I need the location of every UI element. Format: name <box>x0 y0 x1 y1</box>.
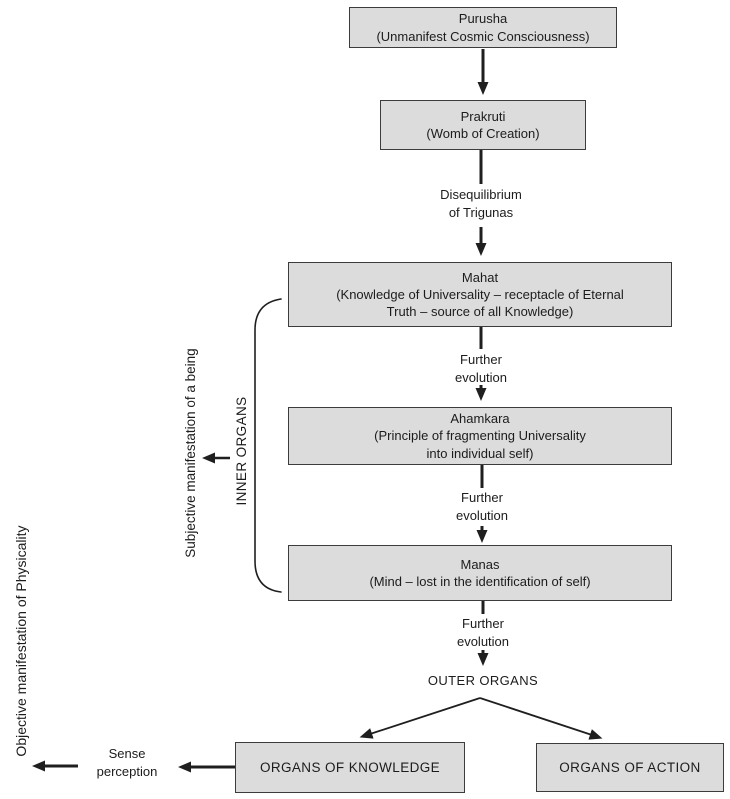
label-further-evolution-1: Further evolution <box>454 352 508 385</box>
node-ahamkara-title: Ahamkara <box>450 411 510 427</box>
node-mahat-subtitle: (Knowledge of Universality – receptacle … <box>336 286 624 320</box>
inner-organs-brace <box>254 298 282 593</box>
node-manas-title: Manas <box>460 556 500 572</box>
node-organs-of-knowledge-title: ORGANS OF KNOWLEDGE <box>259 759 441 775</box>
node-organs-of-action: ORGANS OF ACTION <box>536 743 724 792</box>
arrow-outer-to-knowledge <box>359 697 481 739</box>
label-outer-organs: OUTER ORGANS <box>427 673 539 688</box>
label-objective-manifestation: Objective manifestation of Physicality <box>13 525 29 757</box>
node-manas-subtitle: (Mind – lost in the identification of se… <box>369 574 591 589</box>
label-further-evolution-2: Further evolution <box>455 490 509 523</box>
node-prakruti-title: Prakruti <box>460 108 506 124</box>
arrow-outer-to-action <box>479 697 603 740</box>
node-mahat: Mahat (Knowledge of Universality – recep… <box>288 262 672 327</box>
node-purusha-subtitle: (Unmanifest Cosmic Consciousness) <box>376 28 590 44</box>
node-ahamkara: Ahamkara (Principle of fragmenting Unive… <box>288 407 672 465</box>
node-organs-of-knowledge: ORGANS OF KNOWLEDGE <box>235 742 465 793</box>
node-organs-of-action-title: ORGANS OF ACTION <box>559 759 701 775</box>
label-subjective-manifestation: Subjective manifestation of a being <box>183 348 198 558</box>
node-prakruti-subtitle: (Womb of Creation) <box>426 126 540 141</box>
label-sense-perception: Sense perception <box>96 746 158 779</box>
node-purusha: Purusha (Unmanifest Cosmic Consciousness… <box>349 7 617 48</box>
node-ahamkara-subtitle: (Principle of fragmenting Universality i… <box>374 428 586 461</box>
label-further-evolution-3: Further evolution <box>456 616 510 649</box>
node-purusha-title: Purusha <box>458 11 508 27</box>
label-disequilibrium-of-trigunas: Disequilibrium of Trigunas <box>440 187 522 220</box>
node-mahat-title: Mahat <box>461 269 499 285</box>
label-inner-organs: INNER ORGANS <box>234 396 249 506</box>
node-prakruti: Prakruti (Womb of Creation) <box>380 100 586 150</box>
node-manas: Manas (Mind – lost in the identification… <box>288 545 672 601</box>
